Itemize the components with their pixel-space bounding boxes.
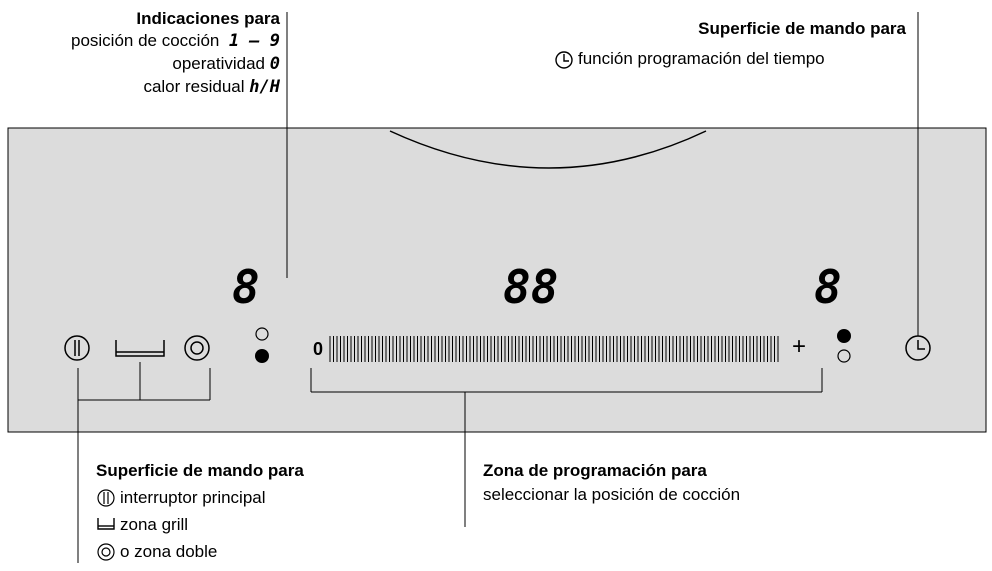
grill-zone-icon-small (97, 518, 115, 530)
indicator-dot-filled (837, 329, 851, 343)
residual-heat-symbol: h/H (249, 77, 280, 97)
timer-line1: función programación del tiempo (578, 49, 825, 68)
slider-min-label: 0 (313, 339, 324, 359)
cooking-level-range: 1 – 9 (228, 31, 280, 51)
power-icon-small (97, 489, 115, 507)
indicaciones-line2: operatividad 0 (0, 53, 280, 75)
programming-title: Zona de programación para (483, 461, 707, 480)
double-zone-icon[interactable] (184, 335, 210, 361)
controls-title: Superficie de mando para (96, 461, 304, 480)
indicator-dot-outline (837, 349, 851, 363)
slider-bracket (310, 368, 823, 527)
controls-line3: o zona doble (120, 542, 218, 561)
clock-icon-small (555, 51, 573, 69)
slider-max-label: + (792, 333, 807, 360)
cooking-zone-arc (389, 130, 707, 169)
power-icon[interactable] (64, 335, 90, 361)
grill-zone-icon[interactable] (115, 340, 165, 357)
indicaciones-line3-label: calor residual (143, 77, 245, 96)
slider-ticks[interactable] (329, 336, 779, 362)
operativity-symbol: 0 (269, 54, 280, 74)
indicator-dot-outline (255, 327, 269, 341)
indicaciones-line1-label: posición de cocción (70, 31, 220, 50)
indicaciones-line3: calor residual h/H (0, 76, 280, 98)
controls-line1: interruptor principal (120, 488, 266, 507)
indicaciones-title: Indicaciones para (136, 9, 280, 28)
control-panel (7, 127, 987, 433)
clock-icon[interactable] (905, 335, 931, 361)
controls-bracket (77, 362, 211, 563)
center-display: 88 (503, 260, 559, 314)
controls-line2: zona grill (120, 515, 189, 534)
indicaciones-line1: posición de cocción 1 – 9 (0, 30, 280, 52)
indicaciones-line2-label: operatividad (172, 54, 266, 73)
timer-title: Superficie de mando para (698, 19, 906, 38)
programming-line1: seleccionar la posición de cocción (483, 485, 741, 504)
left-display: 8 (232, 260, 260, 314)
double-zone-icon-small (97, 543, 115, 561)
right-display: 8 (814, 260, 842, 314)
indicator-dot-filled (255, 349, 269, 363)
